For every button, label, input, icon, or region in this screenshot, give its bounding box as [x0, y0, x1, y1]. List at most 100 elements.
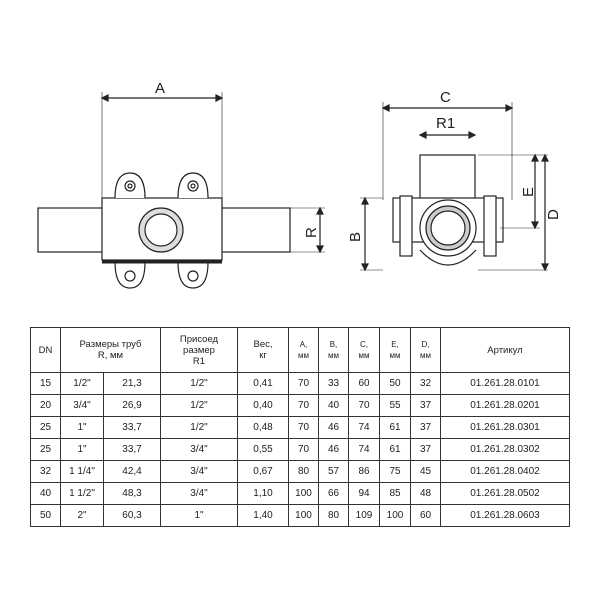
label-b: B [347, 232, 364, 242]
cell-c: 74 [348, 416, 380, 439]
cell-c: 86 [348, 460, 380, 483]
label-r: R [303, 227, 320, 238]
header-a: A,мм [288, 327, 319, 373]
label-a: A [155, 80, 165, 97]
label-r1: R1 [436, 115, 455, 132]
cell-weight: 0,48 [237, 416, 289, 439]
cell-b: 57 [318, 460, 349, 483]
cell-c: 60 [348, 372, 380, 395]
cell-e: 100 [379, 504, 411, 527]
cell-pipe-mm: 26,9 [103, 394, 161, 417]
cell-b: 66 [318, 482, 349, 505]
cell-e: 85 [379, 482, 411, 505]
cell-b: 40 [318, 394, 349, 417]
cell-pipe-inch: 2" [60, 504, 104, 527]
cell-pipe-mm: 48,3 [103, 482, 161, 505]
cell-pipe-mm: 21,3 [103, 372, 161, 395]
cell-connection: 1/2" [160, 394, 238, 417]
cell-dn: 32 [30, 460, 61, 483]
cell-article: 01.261.28.0402 [440, 460, 570, 483]
header-b: B,мм [318, 327, 349, 373]
cell-e: 61 [379, 438, 411, 461]
cell-e: 55 [379, 394, 411, 417]
header-dn: DN [30, 327, 61, 373]
cell-pipe-inch: 1 1/2" [60, 482, 104, 505]
cell-d: 37 [410, 438, 441, 461]
cell-article: 01.261.28.0301 [440, 416, 570, 439]
label-c: C [440, 89, 451, 106]
header-weight: Вес,кг [237, 327, 289, 373]
cell-pipe-mm: 60,3 [103, 504, 161, 527]
cell-a: 100 [288, 504, 319, 527]
cell-c: 70 [348, 394, 380, 417]
header-c: C,мм [348, 327, 380, 373]
cell-c: 109 [348, 504, 380, 527]
header-e: E,мм [379, 327, 411, 373]
cell-connection: 3/4" [160, 482, 238, 505]
cell-article: 01.261.28.0101 [440, 372, 570, 395]
cell-connection: 1/2" [160, 372, 238, 395]
cell-article: 01.261.28.0502 [440, 482, 570, 505]
cell-pipe-inch: 1" [60, 438, 104, 461]
cell-weight: 1,10 [237, 482, 289, 505]
cell-e: 50 [379, 372, 411, 395]
cell-article: 01.261.28.0302 [440, 438, 570, 461]
cell-article: 01.261.28.0201 [440, 394, 570, 417]
end-view: C R1 B E D [347, 89, 562, 272]
side-view: A R [37, 80, 325, 289]
cell-d: 48 [410, 482, 441, 505]
cell-connection: 3/4" [160, 438, 238, 461]
cell-a: 100 [288, 482, 319, 505]
cell-dn: 25 [30, 416, 61, 439]
cell-weight: 0,67 [237, 460, 289, 483]
cell-pipe-inch: 3/4" [60, 394, 104, 417]
cell-weight: 0,40 [237, 394, 289, 417]
cell-c: 94 [348, 482, 380, 505]
cell-pipe-mm: 33,7 [103, 416, 161, 439]
cell-b: 46 [318, 416, 349, 439]
cell-pipe-mm: 42,4 [103, 460, 161, 483]
cell-dn: 20 [30, 394, 61, 417]
cell-a: 80 [288, 460, 319, 483]
cell-d: 37 [410, 416, 441, 439]
cell-pipe-inch: 1 1/4" [60, 460, 104, 483]
technical-drawing: A R C R1 [37, 80, 562, 289]
cell-pipe-inch: 1/2" [60, 372, 104, 395]
cell-article: 01.261.28.0603 [440, 504, 570, 527]
cell-weight: 1,40 [237, 504, 289, 527]
cell-a: 70 [288, 372, 319, 395]
cell-connection: 1" [160, 504, 238, 527]
cell-d: 45 [410, 460, 441, 483]
cell-d: 32 [410, 372, 441, 395]
header-d: D,мм [410, 327, 441, 373]
cell-d: 60 [410, 504, 441, 527]
header-article: Артикул [440, 327, 570, 373]
cell-pipe-inch: 1" [60, 416, 104, 439]
cell-c: 74 [348, 438, 380, 461]
cell-e: 75 [379, 460, 411, 483]
cell-weight: 0,41 [237, 372, 289, 395]
cell-weight: 0,55 [237, 438, 289, 461]
cell-a: 70 [288, 438, 319, 461]
cell-d: 37 [410, 394, 441, 417]
cell-connection: 1/2" [160, 416, 238, 439]
label-d: D [545, 209, 562, 220]
cell-e: 61 [379, 416, 411, 439]
cell-dn: 15 [30, 372, 61, 395]
cell-b: 80 [318, 504, 349, 527]
cell-dn: 25 [30, 438, 61, 461]
cell-a: 70 [288, 394, 319, 417]
cell-dn: 50 [30, 504, 61, 527]
